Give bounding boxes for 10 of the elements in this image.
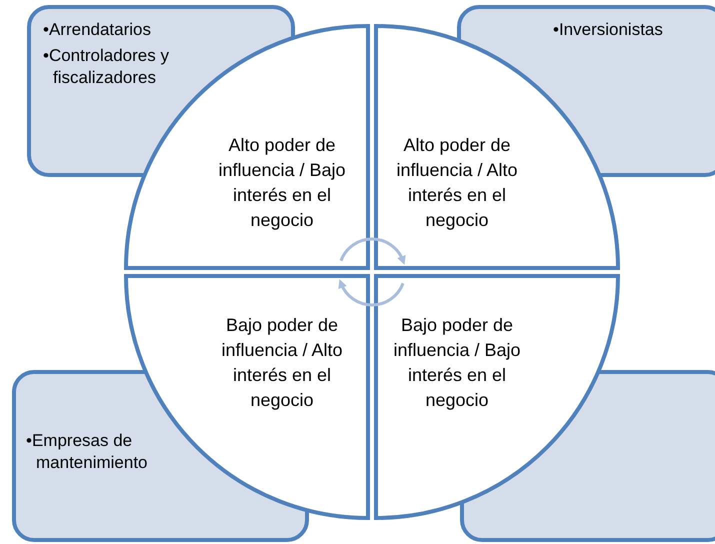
cycle-arrow (338, 279, 404, 306)
quadrant-text: Bajo poder de influencia / Bajo interés en el negocio (393, 314, 521, 412)
quadrant-text: Alto poder de influencia / Bajo interés en el negocio (218, 134, 346, 232)
bullet-item: •Inversionistas (553, 19, 664, 41)
quadrant-text: Bajo poder de influencia / Alto interés en el negocio (220, 314, 344, 412)
bullet-item: •Arrendatarios (43, 19, 152, 41)
quadrant-text: Alto poder de influencia / Alto interés en el negocio (395, 134, 519, 232)
bullet-item: •Controladores y fiscalizadores (43, 45, 170, 89)
bullet-item: •Empresas de mantenimiento (26, 430, 149, 474)
cycle-arrow (340, 238, 406, 265)
